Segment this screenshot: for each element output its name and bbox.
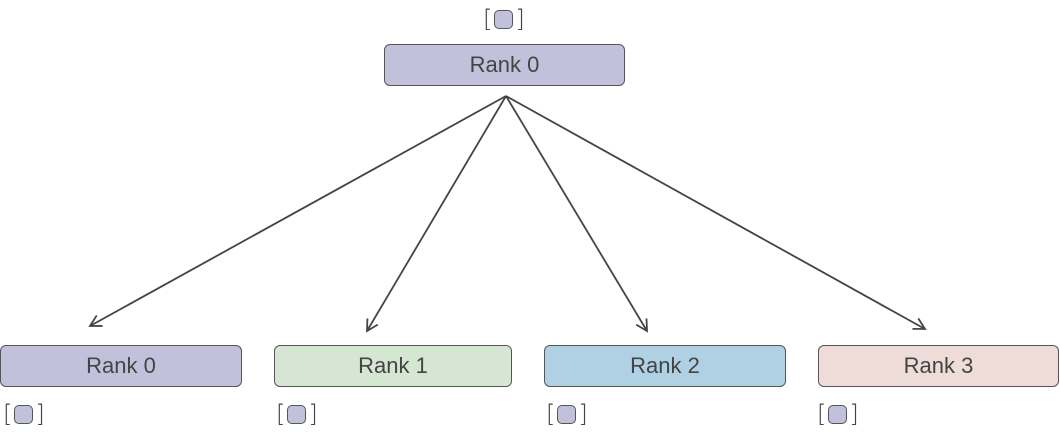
tensor-cell-icon — [557, 404, 577, 424]
target-node-rank-1: Rank 1 — [274, 345, 512, 387]
target-node-rank-0: Rank 0 — [0, 345, 242, 387]
target-tensor-rank-1: [ ] — [276, 400, 318, 428]
root-node-label: Rank 0 — [469, 52, 540, 77]
tensor-cell-icon — [287, 404, 307, 424]
target-tensor-rank-0: [ ] — [3, 400, 45, 428]
target-tensor-rank-2: [ ] — [546, 400, 588, 428]
open-bracket: [ — [276, 400, 286, 428]
arrow-to-rank-0 — [88, 95, 507, 327]
close-bracket: ] — [35, 400, 45, 428]
root-node-rank-0: Rank 0 — [384, 44, 625, 86]
target-node-label: Rank 0 — [86, 353, 156, 378]
close-bracket: ] — [515, 5, 525, 33]
close-bracket: ] — [849, 400, 859, 428]
target-node-label: Rank 2 — [630, 353, 700, 378]
arrow-to-rank-2 — [505, 95, 648, 333]
open-bracket: [ — [817, 400, 827, 428]
tensor-cell-icon — [828, 404, 848, 424]
target-node-rank-3: Rank 3 — [818, 345, 1059, 387]
target-node-label: Rank 3 — [903, 353, 974, 378]
target-node-label: Rank 1 — [358, 353, 428, 378]
open-bracket: [ — [546, 400, 556, 428]
open-bracket: [ — [3, 400, 13, 428]
open-bracket: [ — [483, 5, 493, 33]
tensor-cell-icon — [494, 9, 514, 29]
root-tensor: [ ] — [483, 5, 525, 33]
close-bracket: ] — [578, 400, 588, 428]
close-bracket: ] — [308, 400, 318, 428]
arrow-to-rank-3 — [505, 95, 927, 330]
arrow-to-rank-1 — [366, 95, 507, 333]
target-node-rank-2: Rank 2 — [544, 345, 786, 387]
tensor-cell-icon — [14, 404, 34, 424]
target-tensor-rank-3: [ ] — [817, 400, 859, 428]
